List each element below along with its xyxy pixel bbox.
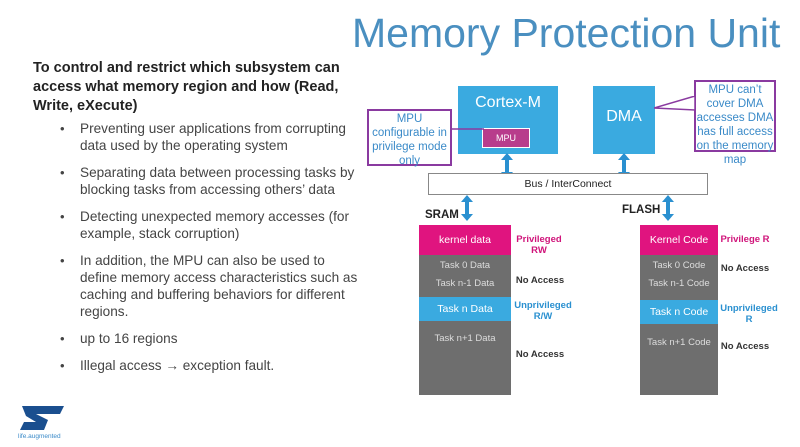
flash-no-access-2: No Access [720, 341, 770, 352]
sram-privileged-access: Privileged RW [516, 234, 562, 256]
bus-interconnect: Bus / InterConnect [428, 173, 708, 195]
flash-privileged-access: Privilege R [720, 234, 770, 245]
flash-no-access-1: No Access [720, 263, 770, 274]
bullet-item: Separating data between processing tasks… [60, 164, 360, 198]
bullet-item: Preventing user applications from corrup… [60, 120, 360, 154]
lead-paragraph: To control and restrict which subsystem … [33, 60, 340, 114]
bullet-item: In addition, the MPU can also be used to… [60, 252, 360, 320]
dma-label: DMA [606, 108, 642, 125]
flash-taskn-plus1-code: Task n+1 Code [647, 337, 711, 348]
flash-taskn1-code: Task n-1 Code [648, 278, 710, 289]
sram-no-access-2: No Access [515, 349, 565, 360]
cortex-m-label: Cortex-M [475, 94, 541, 111]
bullet-item: up to 16 regions [60, 330, 360, 347]
sram-taskn1-data: Task n-1 Data [435, 278, 495, 289]
sram-column: kernel data Task 0 Data Task n-1 Data Ta… [419, 225, 511, 395]
double-arrow-icon [501, 153, 513, 179]
sram-no-access-1: No Access [515, 275, 565, 286]
sram-taskn-plus1-data: Task n+1 Data [434, 333, 496, 344]
bullet-item: Detecting unexpected memory accesses (fo… [60, 208, 360, 242]
bullet-list: Preventing user applications from corrup… [60, 120, 360, 384]
dma-callout-pointer [654, 96, 696, 111]
flash-taskn-code: Task n Code [640, 300, 718, 324]
sram-task0-data: Task 0 Data [439, 260, 491, 271]
double-arrow-icon [618, 153, 630, 179]
dma-block: DMA [593, 86, 655, 154]
flash-label: FLASH [622, 204, 661, 216]
sram-taskn-data: Task n Data [419, 297, 511, 321]
flash-unprivileged-access: Unprivileged R [720, 303, 778, 325]
brand-tagline: life.augmented [18, 433, 61, 440]
sram-unprivileged-access: Unprivileged R/W [514, 300, 572, 322]
st-logo-icon [20, 406, 64, 430]
flash-task0-code: Task 0 Code [652, 260, 706, 271]
flash-kernel-code: Kernel Code [640, 225, 718, 255]
bullet-item: Illegal access → exception fault. [60, 357, 360, 374]
sram-label: SRAM [425, 209, 459, 221]
flash-column: Kernel Code Task 0 Code Task n-1 Code Ta… [640, 225, 718, 395]
sram-kernel-data: kernel data [419, 225, 511, 255]
mpu-callout-pointer [450, 128, 484, 130]
mpu-callout: MPU configurable in privilege mode only [367, 109, 452, 167]
double-arrow-icon [662, 195, 674, 221]
slide-title: Memory Protection Unit [352, 10, 781, 56]
mpu-chip: MPU [482, 128, 530, 148]
double-arrow-icon [461, 195, 473, 221]
cortex-m-block: Cortex-M MPU [458, 86, 558, 154]
dma-callout: MPU can’t cover DMA accesses DMA has ful… [694, 80, 776, 166]
